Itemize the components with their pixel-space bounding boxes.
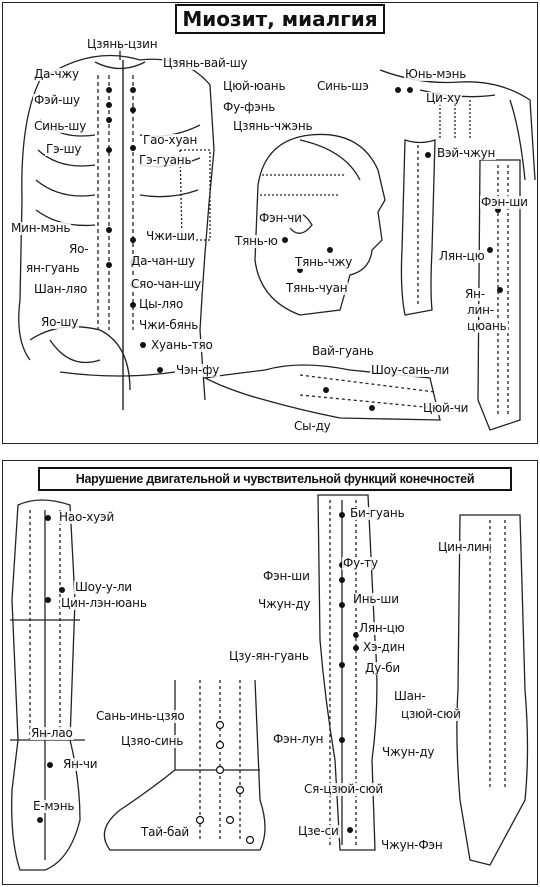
label-fen-shi-bottom: Фэн-ши [262, 569, 311, 583]
label-sin-shu: Синь-шу [33, 119, 88, 133]
label-tsin-lin: Цин-лин [437, 540, 491, 554]
label-he-din: Хэ-дин [362, 640, 406, 654]
top-panel-frame [2, 2, 538, 444]
label-tsyui-chi: Цюй-чи [422, 401, 470, 415]
bottom-section-title: Нарушение двигательной и чувствительной … [38, 467, 512, 491]
label-sya-tszyui-syui: Ся-цзюй-сюй [303, 782, 385, 796]
chest-grid [439, 100, 471, 140]
label-fen-chi: Фэн-чи [258, 211, 303, 225]
label-shou-u-li: Шоу-у-ли [74, 580, 133, 594]
lower-leg-outline [477, 159, 521, 431]
label-ge-shu: Гэ-шу [45, 142, 83, 156]
label-vei-chzhun: Вэй-чжун [436, 146, 497, 160]
label-tszyao-sin: Цзяо-синь [120, 734, 185, 748]
label-shan-lyao: Шан-ляо [33, 282, 89, 296]
torso-left-outline [18, 79, 41, 361]
label-ge-guan: Гэ-гуань [138, 153, 193, 167]
label-tszyui-syui: цзюй-сюй [400, 707, 462, 721]
torso-right-outline [39, 54, 215, 401]
label-fen-lun: Фэн-лун [272, 732, 325, 746]
label-yan-chi: Ян-чи [62, 757, 99, 771]
forearm-hand-outline [202, 364, 441, 421]
label-ya-men: Яо- [68, 242, 90, 256]
label-chzhun-fen: Чжун-Фэн [380, 838, 444, 852]
thigh-outline [400, 139, 436, 316]
bottom-panel-frame [2, 460, 538, 885]
hairline [299, 139, 361, 181]
label-shou-san-li: Шоу-сань-ли [370, 363, 451, 377]
label-tszu-yan-guan: Цзу-ян-гуань [228, 649, 310, 663]
label-tsyui-yuan: Цюй-юань [222, 79, 287, 93]
label-san-in-tszyao: Сань-инь-цзяо [95, 709, 186, 723]
right-arm-outline [456, 514, 529, 866]
head-outline [254, 133, 386, 316]
label-tai-bai: Тай-бай [140, 825, 190, 839]
label-da-chan-shu: Да-чан-шу [130, 254, 196, 268]
label-yun-men: Юнь-мэнь [404, 67, 468, 81]
label-tszyan-vai-shu: Цзянь-вай-шу [162, 56, 249, 70]
label-huan-tyao: Хуань-тяо [150, 338, 214, 352]
label-tyan-chuan: Тянь-чуан [285, 281, 349, 295]
label-tszyan-chzhen: Цзянь-чжэнь [232, 119, 314, 133]
label-yan-lao: Ян-лао [30, 726, 74, 740]
label-shan: Шан- [393, 689, 427, 703]
label-tsy-lyao: Цы-ляо [138, 297, 185, 311]
hip-curve [49, 339, 101, 364]
label-syao-chan-shu: Сяо-чан-шу [130, 277, 202, 291]
label-lin-tsyuan: лин- [466, 303, 495, 317]
label-lyan-tsyu-top: Лян-цю [438, 249, 486, 263]
label-yan-guan: ян-гуань [25, 261, 81, 275]
ribs-left [35, 119, 96, 227]
label-fu-fen: Фу-фэнь [222, 100, 277, 114]
head-grid [260, 174, 345, 216]
label-min-men: Мин-мэнь [10, 221, 72, 235]
label-gao-huan: Гао-хуан [142, 133, 199, 147]
label-tyan-chzhu: Тянь-чжу [294, 255, 354, 269]
acupoint-open-markers [195, 720, 255, 845]
label-in-shi: Инь-ши [352, 592, 400, 606]
label-tsi-hu: Ци-ху [425, 91, 462, 105]
buttock-line [59, 371, 176, 377]
top-section-title: Миозит, миалгия [175, 4, 385, 34]
label-lyan-tsyu-bottom: Лян-цю [358, 621, 406, 635]
pelvis-outline [29, 326, 131, 391]
label-du-bi: Ду-би [364, 661, 402, 675]
label-chzhi-shi: Чжи-ши [145, 229, 196, 243]
label-yao-shu: Яо-шу [40, 315, 80, 329]
chest-outline [379, 69, 536, 181]
label-bi-guan: Би-гуань [349, 506, 406, 520]
shoulder-arm [509, 99, 526, 181]
label-chzhun-du-2: Чжун-ду [381, 745, 436, 759]
label-tsin-len-yuan: Цин-лэн-юань [60, 596, 148, 610]
arm-grid [179, 149, 211, 241]
left-arm-outline [11, 499, 81, 871]
arm-segment-lines [10, 619, 85, 741]
label-tyan-yu: Тянь-ю [234, 234, 279, 248]
label-chen-fu: Чэн-фу [175, 363, 221, 377]
label-e-men: Е-мэнь [32, 799, 76, 813]
label-tsze-si: Цзе-си [297, 824, 340, 838]
label-vai-guan: Вай-гуань [311, 344, 375, 358]
label-chzhi-byan: Чжи-бянь [138, 318, 200, 332]
label-da-chzhu: Да-чжу [33, 67, 80, 81]
label-fu-tu: Фу-ту [342, 556, 379, 570]
label-fei-shu: Фэй-шу [33, 93, 81, 107]
label-chzhun-du-1: Чжун-ду [257, 597, 312, 611]
label-sy-du: Сы-ду [293, 419, 332, 433]
foot-outline [103, 679, 266, 851]
label-sin-she: Синь-шэ [316, 79, 370, 93]
label-nao-huei: Нао-хуэй [58, 510, 116, 524]
label-yan-lin: Ян- [464, 287, 486, 301]
label-fen-shi-top: Фэн-ши [480, 195, 529, 209]
label-tszyan-tszin: Цзянь-цзин [86, 37, 159, 51]
label-tsyuan: цюань [466, 319, 508, 333]
